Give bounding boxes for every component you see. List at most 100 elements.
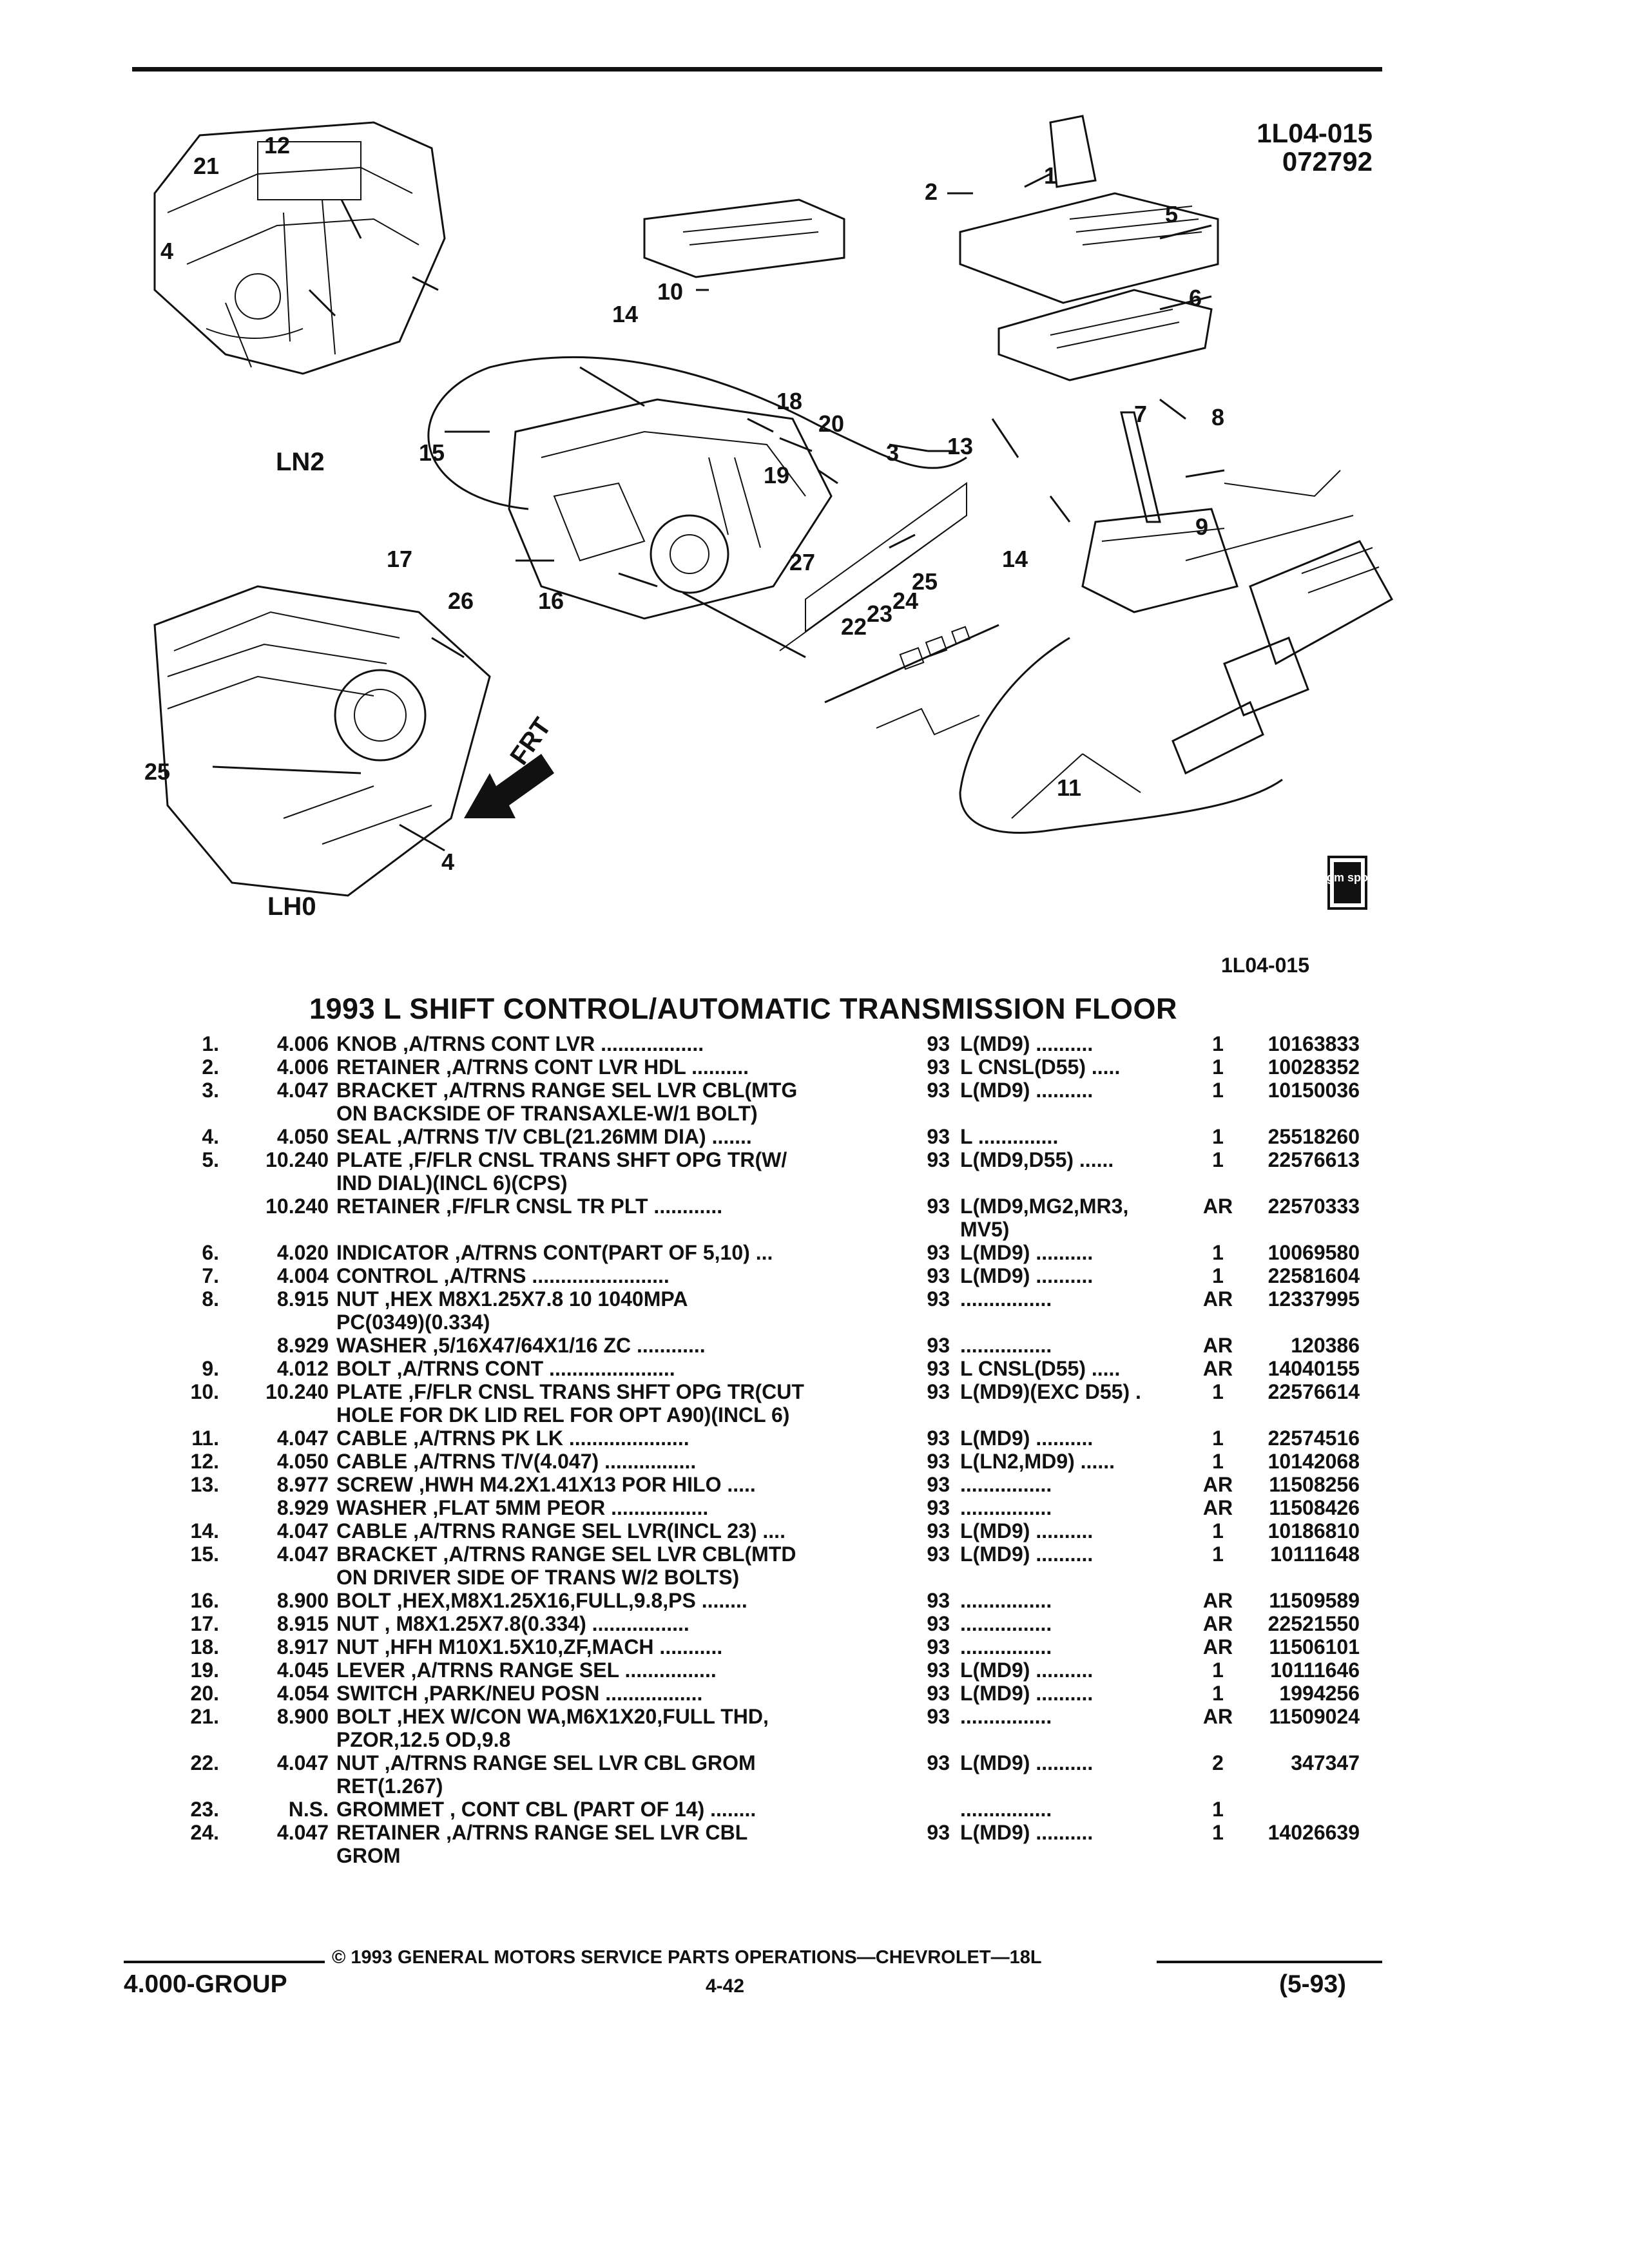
gm-spo-logo: gm spo xyxy=(1327,856,1368,910)
part-number: 10186810 xyxy=(1268,1519,1360,1542)
quantity: 1 xyxy=(1212,1682,1224,1705)
quantity: 1 xyxy=(1212,1148,1224,1171)
item-number: 5. xyxy=(202,1148,219,1171)
model-year: 93 xyxy=(927,1635,950,1658)
group-number: 4.047 xyxy=(276,1079,329,1102)
group-number: N.S. xyxy=(288,1798,329,1821)
callout-18: 18 xyxy=(776,388,802,414)
model-year: 93 xyxy=(927,1055,950,1079)
quantity: AR xyxy=(1202,1589,1233,1612)
option-code: L(MD9) .......... xyxy=(960,1751,1094,1774)
callout-8: 8 xyxy=(1211,404,1224,430)
callout-7: 7 xyxy=(1134,401,1147,427)
option-code: ................ xyxy=(960,1496,1052,1519)
callout-24: 24 xyxy=(892,588,918,614)
item-number: 3. xyxy=(202,1079,219,1102)
group-number: 8.900 xyxy=(276,1589,329,1612)
group-number: 4.050 xyxy=(276,1125,329,1148)
callout-4-bottom: 4 xyxy=(441,849,454,875)
option-code: L(MD9) .......... xyxy=(960,1542,1094,1566)
quantity: 1 xyxy=(1212,1380,1224,1403)
option-code: L(MD9) .......... xyxy=(960,1032,1094,1055)
part-number: 14026639 xyxy=(1268,1821,1360,1844)
part-number: 10163833 xyxy=(1268,1032,1360,1055)
callout-5: 5 xyxy=(1165,201,1178,227)
option-code: ................ xyxy=(960,1798,1052,1821)
steering-column xyxy=(1171,540,1394,775)
ln2-engine-illustration xyxy=(153,121,446,375)
item-number: 10. xyxy=(190,1380,219,1403)
model-year: 93 xyxy=(927,1705,950,1728)
parts-row: 23.N.S.GROMMET , CONT CBL (PART OF 14) .… xyxy=(161,1798,1398,1821)
callout-13: 13 xyxy=(947,433,973,459)
front-arrow-label: FRT xyxy=(505,713,557,770)
item-number: 9. xyxy=(202,1357,219,1380)
model-year: 93 xyxy=(927,1079,950,1102)
part-description: PLATE ,F/FLR CNSL TRANS SHFT OPG TR(CUT … xyxy=(336,1380,804,1427)
part-description: GROMMET , CONT CBL (PART OF 14) ........ xyxy=(336,1798,757,1821)
option-code: L(MD9) .......... xyxy=(960,1079,1094,1102)
model-year: 93 xyxy=(927,1473,950,1496)
item-number: 20. xyxy=(190,1682,219,1705)
group-number: 4.054 xyxy=(276,1682,329,1705)
option-code: L(LN2,MD9) ...... xyxy=(960,1450,1115,1473)
item-number: 1. xyxy=(202,1032,219,1055)
model-year: 93 xyxy=(927,1658,950,1682)
item-number: 13. xyxy=(190,1473,219,1496)
model-year: 93 xyxy=(927,1496,950,1519)
model-year: 93 xyxy=(927,1334,950,1357)
quantity: 1 xyxy=(1212,1519,1224,1542)
part-number: 22574516 xyxy=(1268,1427,1360,1450)
part-description: BOLT ,A/TRNS CONT ...................... xyxy=(336,1357,675,1380)
part-description: WASHER ,5/16X47/64X1/16 ZC ............ xyxy=(336,1334,706,1357)
part-number: 1994256 xyxy=(1279,1682,1360,1705)
part-description: NUT ,HEX M8X1.25X7.8 10 1040MPA PC(0349)… xyxy=(336,1287,688,1334)
shift-knob-and-console xyxy=(959,115,1219,381)
quantity: AR xyxy=(1202,1287,1233,1311)
model-year: 93 xyxy=(927,1542,950,1566)
model-year: 93 xyxy=(927,1589,950,1612)
quantity: 1 xyxy=(1212,1264,1224,1287)
part-description: BOLT ,HEX W/CON WA,M6X1X20,FULL THD, PZO… xyxy=(336,1705,769,1751)
logo-text: gm spo xyxy=(1327,871,1368,884)
part-number: 10028352 xyxy=(1268,1055,1360,1079)
group-number: 8.917 xyxy=(276,1635,329,1658)
model-year: 93 xyxy=(927,1380,950,1403)
part-description: KNOB ,A/TRNS CONT LVR .................. xyxy=(336,1032,704,1055)
item-number: 11. xyxy=(191,1427,219,1450)
model-year: 93 xyxy=(927,1195,950,1218)
front-arrow-icon xyxy=(464,754,554,818)
option-code: L CNSL(D55) ..... xyxy=(960,1055,1121,1079)
item-number: 4. xyxy=(202,1125,219,1148)
model-year: 93 xyxy=(927,1427,950,1450)
callout-1: 1 xyxy=(1044,162,1057,189)
callout-12: 12 xyxy=(264,132,290,159)
part-description: RETAINER ,A/TRNS RANGE SEL LVR CBL GROM xyxy=(336,1821,748,1867)
callout-10: 10 xyxy=(657,278,683,305)
part-number: 10111646 xyxy=(1270,1658,1360,1682)
quantity: AR xyxy=(1202,1496,1233,1519)
option-code: L(MD9,D55) ...... xyxy=(960,1148,1114,1171)
model-year: 93 xyxy=(927,1148,950,1171)
quantity: 1 xyxy=(1212,1241,1224,1264)
part-number: 22576613 xyxy=(1268,1148,1360,1171)
part-number: 12337995 xyxy=(1268,1287,1360,1311)
item-number: 21. xyxy=(190,1705,219,1728)
transaxle-illustration xyxy=(508,398,833,620)
option-code: L(MD9) .......... xyxy=(960,1682,1094,1705)
part-description: BRACKET ,A/TRNS RANGE SEL LVR CBL(MTD ON… xyxy=(336,1542,796,1589)
diagram-reference-bottom: 1L04-015 xyxy=(1221,954,1309,977)
callout-numbers: 1 2 3 4 5 6 7 8 9 10 11 12 13 14 15 16 1… xyxy=(144,132,1224,875)
